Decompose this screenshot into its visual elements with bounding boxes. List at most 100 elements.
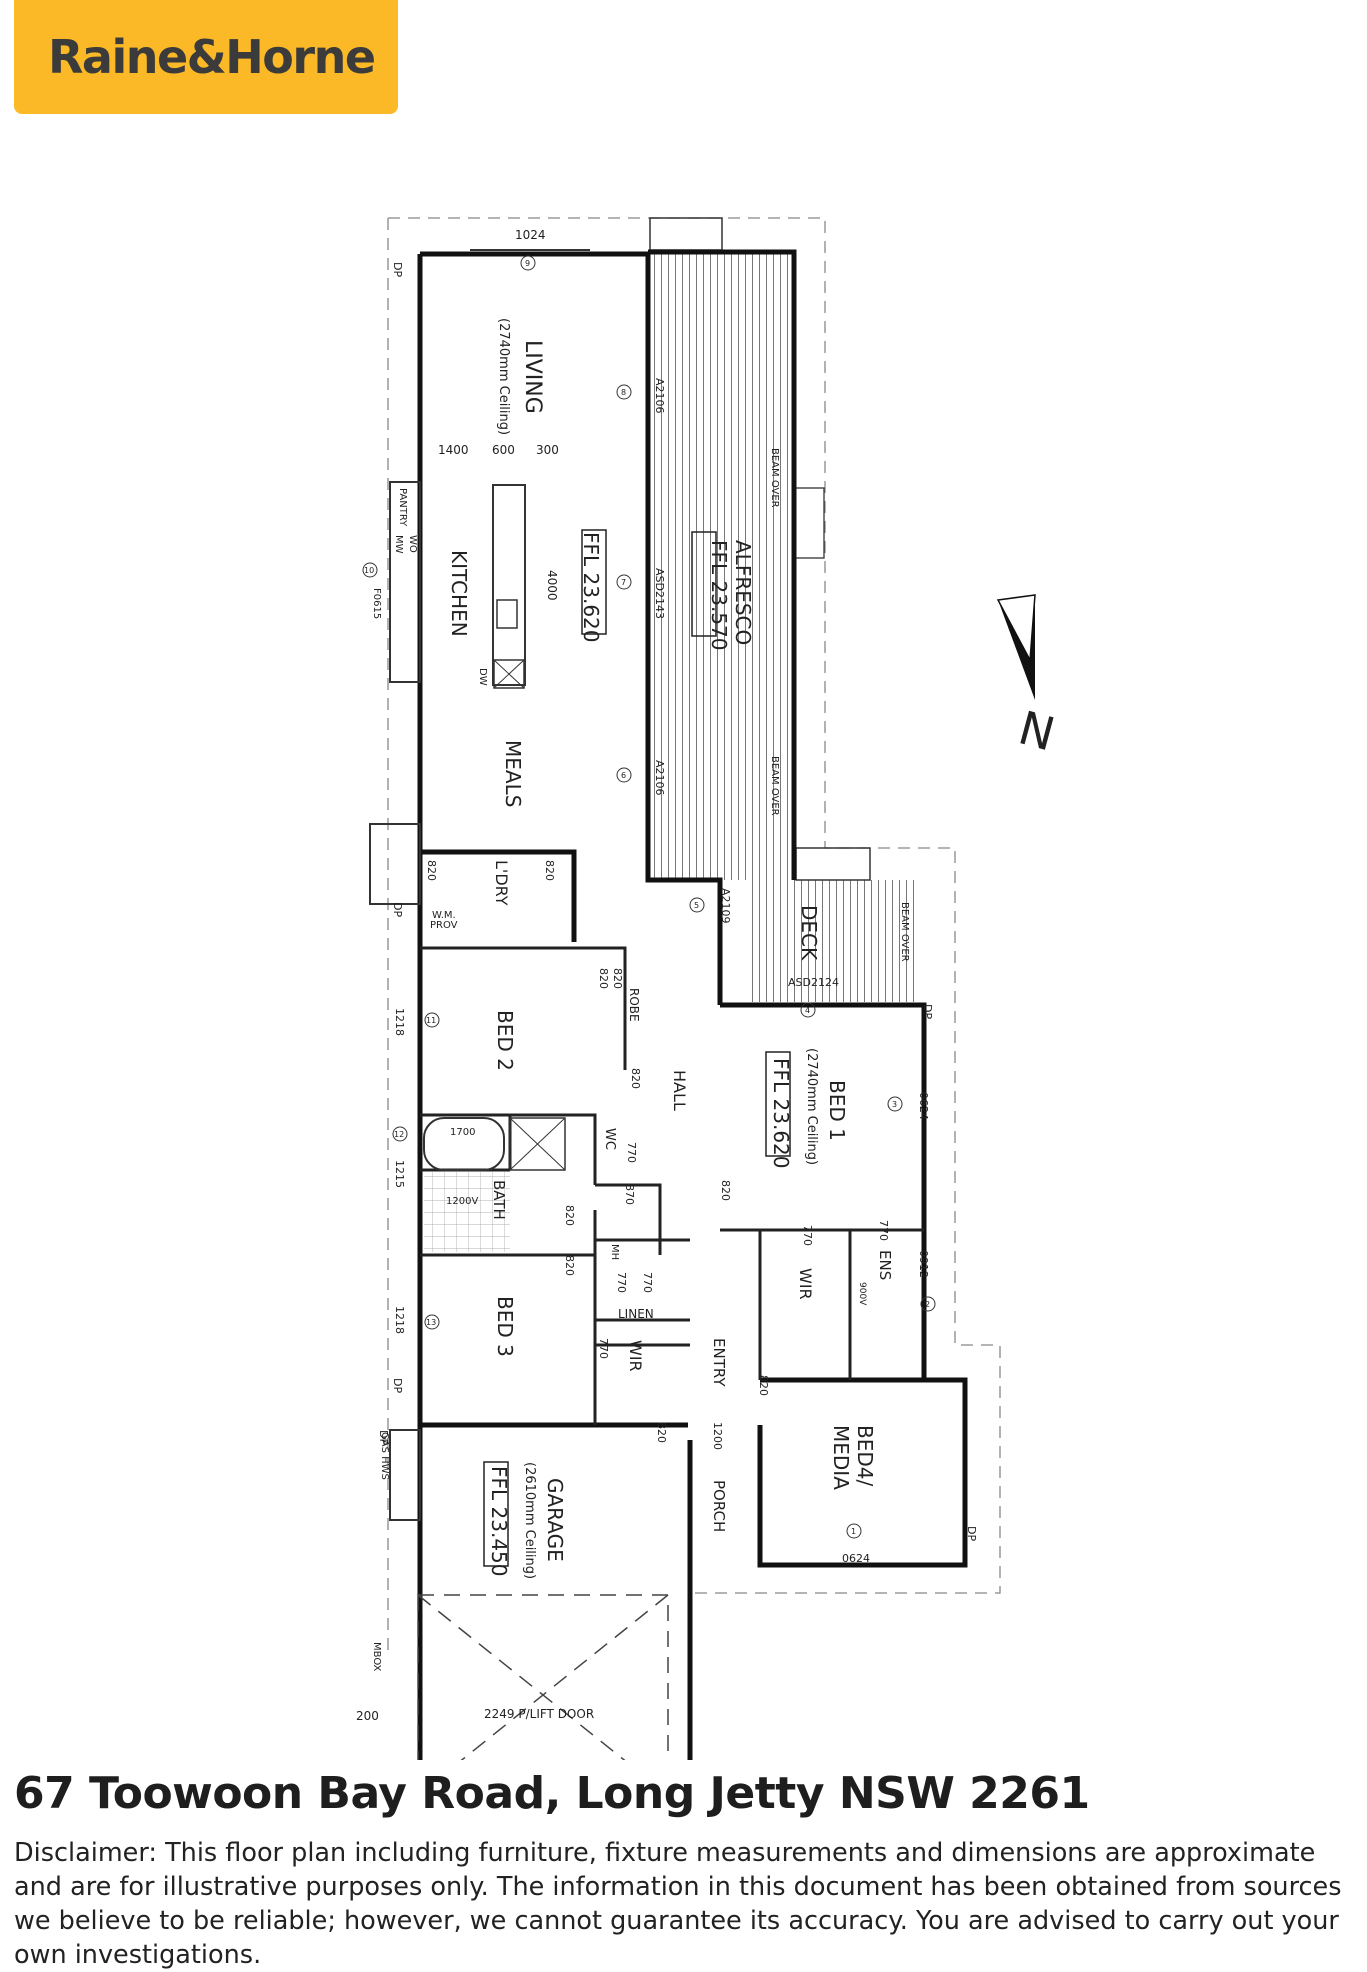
door-770-a: 770 [625,1142,638,1163]
shower [509,1117,566,1171]
garage-car-outline [417,1594,669,1760]
room-wc: WC [602,1128,617,1150]
dim-0912: 0912 [917,1250,930,1278]
label-mh: MH [609,1244,620,1260]
dim-200: 200 [356,1709,379,1723]
door-820-j: 820 [655,1422,668,1443]
label-dp-4: DP [391,1378,404,1393]
brand-logo-text: Raine&Horne [48,30,376,84]
label-dp-2: DP [391,902,404,917]
deck-step [795,847,871,881]
room-alfresco: ALFRESCO [731,540,755,645]
dim-870: 870 [623,1184,636,1205]
label-a2106-top: A2106 [653,378,666,414]
marker-7: 7 [621,578,626,587]
room-bed2: BED 2 [493,1010,517,1071]
label-a2109: A2109 [719,888,732,924]
bathtub [423,1117,505,1171]
label-pantry: PANTRY [397,488,408,527]
marker-9: 9 [525,259,530,268]
room-robe: ROBE [627,988,641,1022]
dim-1215: 1215 [393,1160,406,1188]
room-bed3: BED 3 [493,1296,517,1357]
dim-1218-b: 1218 [393,1306,406,1334]
room-linen: LINEN [618,1307,654,1321]
ffl-boxes [483,529,791,1567]
door-820-g: 820 [563,1205,576,1226]
dim-0624-a: 0624 [917,1092,930,1120]
room-bed1-ffl: FFL 23.620 [769,1058,793,1169]
room-wir3: WIR [626,1340,645,1372]
door-770-d: 770 [641,1272,654,1293]
label-beam-over-3: BEAM OVER [899,902,910,962]
label-lift-door: 2249 P/LIFT DOOR [484,1707,594,1721]
internal-walls [420,946,924,1425]
marker-6: 6 [621,771,626,780]
room-living-ceiling: (2740mm Ceiling) [496,318,511,435]
property-boundary [387,217,1001,1655]
alfresco-post [793,487,825,559]
door-820-d: 820 [611,968,624,989]
window-markers: 1 2 3 4 5 6 7 8 9 10 11 12 13 [362,255,936,1539]
room-alfresco-ffl: FFL 23.570 [707,540,731,651]
property-address: 67 Toowoon Bay Road, Long Jetty NSW 2261 [14,1768,1090,1819]
room-ens: ENS [876,1250,894,1280]
label-dw: DW [477,668,488,686]
label-mw: MW [393,535,404,554]
label-wm-prov-2: PROV [430,920,458,931]
dim-300: 300 [536,443,559,457]
dim-1700: 1700 [450,1127,475,1138]
marker-10: 10 [364,566,374,575]
dim-top-window: 1024 [515,228,546,242]
room-hall: HALL [670,1070,689,1111]
plan-annotations: 1024 1400 600 300 4000 PANTRY WO MW F061… [356,228,1060,1723]
room-kitchen: KITCHEN [447,550,471,637]
room-deck: DECK [797,905,821,961]
room-wir1: WIR [796,1268,815,1300]
room-garage: GARAGE [543,1478,567,1562]
room-bath: BATH [490,1180,508,1220]
door-770-e: 770 [615,1272,628,1293]
dim-1400: 1400 [438,443,469,457]
north-label: N [1013,700,1060,761]
alfresco-decking [648,250,794,880]
room-labels: LIVING (2740mm Ceiling) KITCHEN MEALS AL… [447,318,894,1579]
label-a2106-bot: A2106 [653,760,666,796]
alfresco-step [649,217,723,251]
label-asd2124: ASD2124 [788,976,839,989]
door-770-c: 770 [877,1220,890,1241]
label-dp-1: DP [391,262,404,277]
door-770-f: 770 [597,1338,610,1359]
room-bed1-ceiling: (2740mm Ceiling) [804,1048,819,1165]
marker-4: 4 [805,1006,810,1015]
deck-decking [750,880,920,1002]
marker-12: 12 [394,1130,404,1139]
kitchen-island [492,484,526,686]
room-bed1: BED 1 [825,1080,849,1141]
disclaimer-text: Disclaimer: This floor plan including fu… [14,1838,1342,1970]
north-arrow [996,594,1036,700]
door-820-i: 820 [757,1375,770,1396]
label-dp-5: DP [377,1430,390,1445]
left-window-frames [369,481,421,1521]
dim-4000: 4000 [545,570,559,601]
door-820-h: 820 [563,1255,576,1276]
room-bed4: BED4/ [853,1425,877,1486]
marker-3: 3 [892,1100,897,1109]
label-dp-3: DP [921,1004,934,1019]
room-media: MEDIA [829,1425,853,1490]
marker-2: 2 [925,1300,930,1309]
marker-13: 13 [426,1318,436,1327]
door-770-b: 770 [801,1225,814,1246]
label-mbox: MBOX [371,1642,382,1672]
dim-1200: 1200 [711,1422,724,1450]
marker-8: 8 [621,388,626,397]
room-laundry: L'DRY [492,860,511,906]
dim-0624-b: 0624 [842,1552,870,1565]
floor-plan: LIVING (2740mm Ceiling) KITCHEN MEALS AL… [356,217,1060,1760]
room-living: LIVING [520,340,545,414]
room-entry: ENTRY [710,1338,728,1387]
dim-1200v: 1200V [446,1196,478,1207]
door-820-b: 820 [543,860,556,881]
label-dp-6: DP [965,1526,978,1541]
